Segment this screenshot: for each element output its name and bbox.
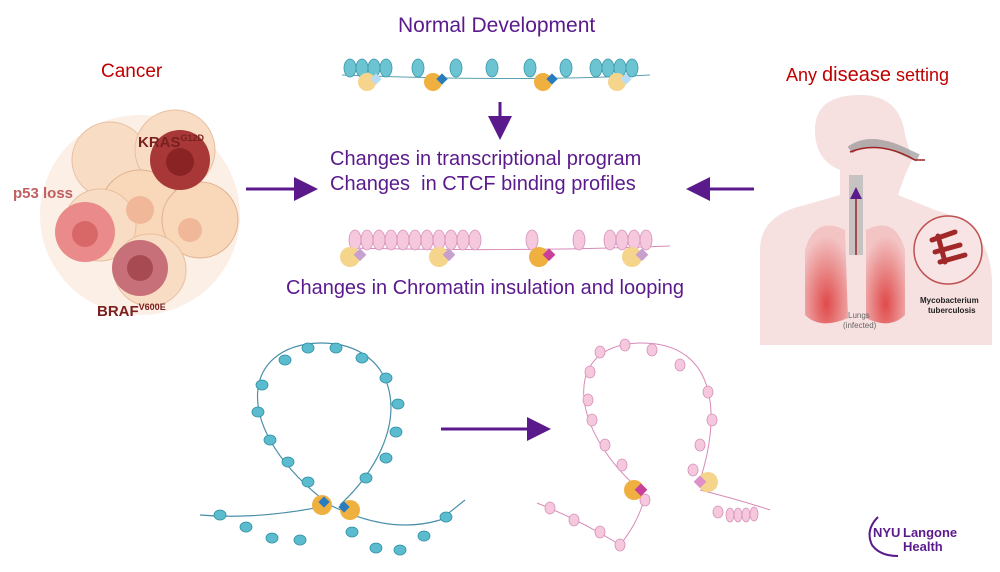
logo-nyu: NYU <box>873 525 900 540</box>
p53-label: p53 loss <box>13 185 73 202</box>
bacteria-label-1: Mycobacterium <box>920 296 979 305</box>
normal-chromatin-fiber <box>341 58 651 79</box>
lungs-label-1: Lungs <box>848 311 870 320</box>
cancer-cell-cluster <box>40 109 240 315</box>
bacteria-label-2: tuberculosis <box>928 306 976 315</box>
disease-title: Any disease setting <box>786 64 949 87</box>
braf-label: BRAFV600E <box>97 302 166 320</box>
normal-ctcf-proteins <box>358 73 632 91</box>
logo-langone: Langone <box>903 525 957 540</box>
ctcf-change-text: Changes in CTCF binding profiles <box>330 173 636 195</box>
disease-title-post: setting <box>890 65 950 85</box>
cancer-title: Cancer <box>101 61 163 82</box>
human-lungs-illustration <box>760 95 992 345</box>
altered-chromatin-loop <box>536 338 771 552</box>
altered-chromatin-fiber <box>348 229 671 251</box>
normal-chromatin-loop <box>199 342 466 556</box>
disease-title-pre: Any <box>786 65 823 85</box>
disease-title-bold: disease <box>822 64 891 86</box>
kras-label: KRASG12D <box>138 133 205 151</box>
transcription-change-text: Changes in transcriptional program <box>330 148 642 170</box>
lungs-label-2: (infected) <box>843 321 877 330</box>
normal-development-title: Normal Development <box>398 14 596 37</box>
altered-ctcf-proteins <box>340 247 649 267</box>
logo-health: Health <box>903 539 943 554</box>
chromatin-change-text: Changes in Chromatin insulation and loop… <box>286 277 685 299</box>
nyu-langone-logo: NYU Langone Health <box>868 516 957 557</box>
